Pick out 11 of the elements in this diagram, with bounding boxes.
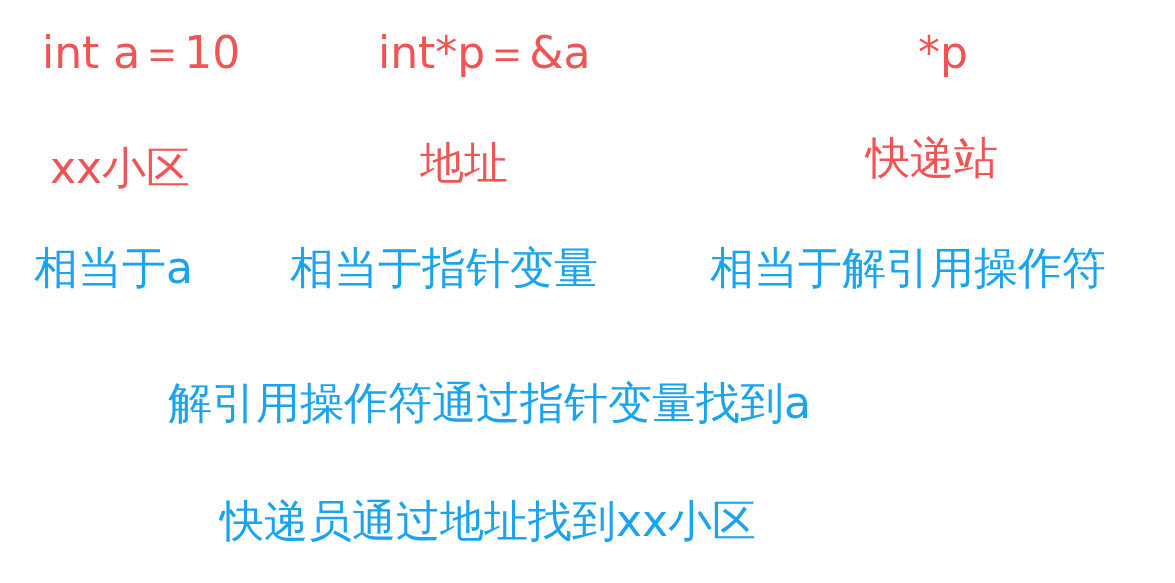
explanation-text: 相当于指针变量	[290, 243, 598, 294]
analogy-label: 快递站	[866, 133, 998, 184]
code-text: int*p＝&a	[378, 28, 591, 79]
explanation-text: 解引用操作符通过指针变量找到a	[168, 378, 811, 429]
code-text: *p	[918, 28, 968, 79]
code-text: int a＝10	[42, 28, 241, 79]
analogy-label: 地址	[420, 138, 508, 189]
explanation-text: 相当于解引用操作符	[710, 243, 1106, 294]
analogy-label: xx小区	[50, 143, 191, 194]
explanation-text: 相当于a	[34, 243, 193, 294]
explanation-text: 快递员通过地址找到xx小区	[220, 496, 757, 547]
